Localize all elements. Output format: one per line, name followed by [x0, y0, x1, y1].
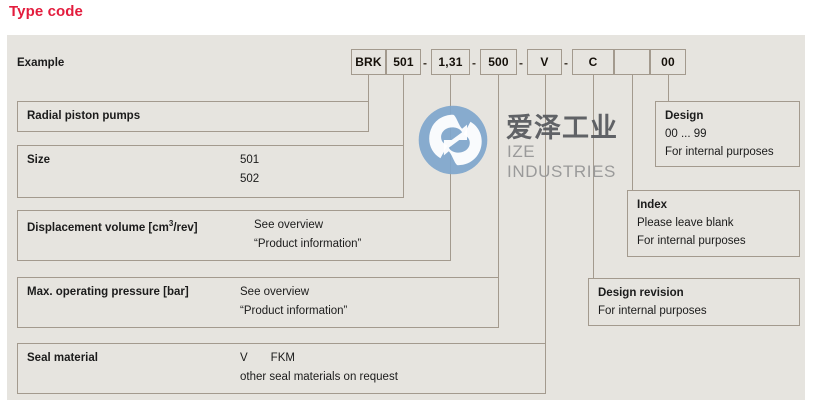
row-size-value-1: 501 — [240, 154, 260, 166]
page-title: Type code — [9, 3, 83, 20]
code-box-seal-material[interactable]: V — [527, 49, 562, 75]
connector-design-revision — [593, 75, 594, 279]
row-size-value-2: 502 — [240, 173, 260, 185]
code-separator-1: - — [423, 56, 427, 70]
row-max-operating-pressure-value-1: See overview — [240, 286, 310, 298]
row-design-revision-value-1: For internal purposes — [598, 305, 707, 317]
row-design-label: Design — [665, 110, 704, 122]
row-design-value-1: 00 ... 99 — [665, 128, 707, 140]
row-seal-material-label: Seal material — [27, 352, 98, 364]
code-box-index[interactable] — [614, 49, 650, 75]
row-radial-piston-pumps: Radial piston pumps — [17, 101, 369, 132]
row-radial-piston-pumps-label: Radial piston pumps — [27, 110, 141, 122]
row-displacement-volume-value-1: See overview — [254, 219, 324, 231]
example-label: Example — [17, 57, 65, 69]
row-design-value-2: For internal purposes — [665, 146, 774, 158]
row-index-value-1: Please leave blank — [637, 217, 734, 229]
code-box-series[interactable]: BRK — [351, 49, 386, 75]
row-design-revision: Design revision For internal purposes — [588, 278, 800, 326]
connector-seal-material — [545, 75, 546, 344]
row-size: Size 501 502 — [17, 145, 404, 198]
connector-displacement — [450, 75, 451, 211]
connector-pressure — [498, 75, 499, 278]
code-box-displacement[interactable]: 1,31 — [431, 49, 470, 75]
row-size-label: Size — [27, 154, 51, 166]
code-box-design-revision[interactable]: C — [572, 49, 614, 75]
code-box-size[interactable]: 501 — [386, 49, 421, 75]
row-seal-material: Seal material V FKM other seal materials… — [17, 343, 546, 394]
row-index-value-2: For internal purposes — [637, 235, 746, 247]
row-seal-material-value-1: V FKM — [240, 352, 295, 364]
code-box-pressure[interactable]: 500 — [480, 49, 517, 75]
row-seal-material-value-2: other seal materials on request — [240, 371, 398, 383]
connector-design — [668, 75, 669, 101]
connector-size — [403, 75, 404, 146]
row-design-revision-label: Design revision — [598, 287, 684, 299]
code-separator-2: - — [472, 56, 476, 70]
row-max-operating-pressure-label: Max. operating pressure [bar] — [27, 286, 189, 298]
row-max-operating-pressure: Max. operating pressure [bar] See overvi… — [17, 277, 499, 328]
row-design: Design 00 ... 99 For internal purposes — [655, 101, 800, 167]
connector-series — [368, 75, 369, 102]
row-index-label: Index — [637, 199, 668, 211]
row-displacement-volume-value-2: “Product information” — [254, 238, 362, 250]
row-max-operating-pressure-value-2: “Product information” — [240, 305, 348, 317]
row-displacement-volume-label: Displacement volume [cm3/rev] — [27, 219, 198, 234]
connector-index — [632, 75, 633, 191]
code-separator-4: - — [564, 56, 568, 70]
code-separator-3: - — [519, 56, 523, 70]
row-index: Index Please leave blank For internal pu… — [627, 190, 800, 257]
code-box-design[interactable]: 00 — [650, 49, 686, 75]
row-displacement-volume: Displacement volume [cm3/rev] See overvi… — [17, 210, 451, 261]
